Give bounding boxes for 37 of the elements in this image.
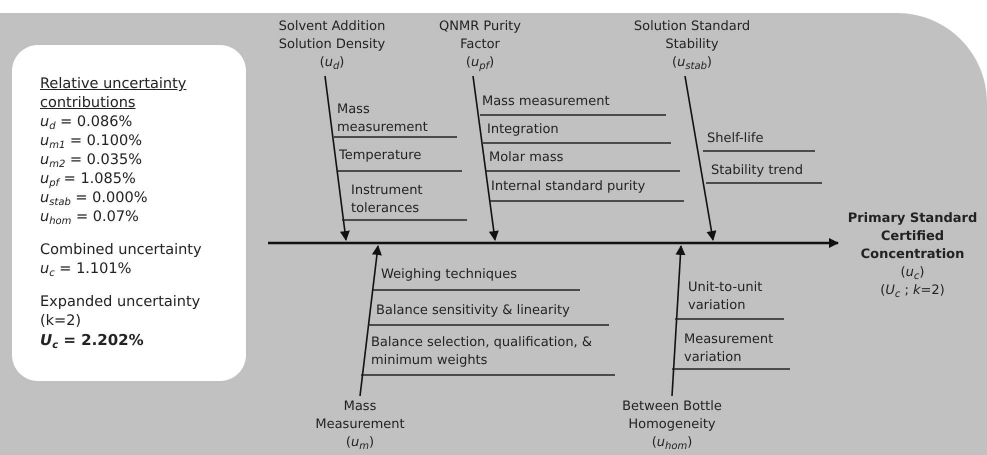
cause-arrow: [684, 76, 716, 241]
category-label: Mass Measurement (u$_{m}$): [300, 398, 420, 452]
uncertainty-value: u$_{m2}$ = 0.035%: [40, 151, 142, 170]
summary-panel: [12, 45, 246, 381]
cause-label: Balance sensitivity & linearity: [376, 302, 571, 320]
uncertainty-value: u$_{hom}$ = 0.07%: [40, 208, 139, 227]
uncertainty-value: u$_{m1}$ = 0.100%: [40, 132, 142, 151]
cause-label: Molar mass: [489, 149, 564, 167]
cause-label: Mass measurement: [482, 93, 611, 111]
category-label: Solvent Addition Solution Density (u$_{d}$): [262, 18, 402, 72]
cause-label: Integration: [487, 121, 560, 139]
cause-label: Stability trend: [711, 162, 804, 180]
cause-arrow: [472, 76, 499, 241]
section-heading: Expanded uncertainty (k=2): [40, 293, 202, 331]
cause-label: Unit-to-unit variation: [688, 279, 764, 315]
spine-arrow: [268, 238, 839, 248]
uncertainty-value: u$_{stab}$ = 0.000%: [40, 189, 148, 208]
effect-label: Primary Standard Certified Concentration (u$_{c}$) (U$_{c}$ ; k=2): [840, 210, 985, 300]
cause-arrow: [671, 245, 686, 396]
cause-label: Measurement variation: [684, 331, 774, 367]
uncertainty-value: u$_{c}$ = 1.101%: [40, 260, 132, 279]
section-heading: Combined uncertainty: [40, 241, 202, 260]
cause-label: Balance selection, qualification, & minimum weights: [371, 334, 593, 370]
cause-label: Weighing techniques: [381, 266, 518, 284]
cause-arrow: [359, 245, 382, 396]
uncertainty-value: U$_{c}$ = 2.202%: [40, 331, 144, 350]
cause-label: Instrument tolerances: [351, 182, 424, 218]
cause-label: Internal standard purity: [491, 178, 646, 196]
uncertainty-value: u$_{pf}$ = 1.085%: [40, 170, 136, 189]
category-label: QNMR Purity Factor (u$_{pf}$): [420, 18, 540, 72]
cause-label: Temperature: [339, 147, 422, 165]
cause-label: Shelf-life: [707, 130, 764, 148]
cause-arrow: [324, 76, 350, 241]
category-label: Solution Standard Stability (u$_{stab}$): [622, 18, 762, 72]
cause-label: Mass measurement: [337, 101, 429, 137]
uncertainty-value: u$_{d}$ = 0.086%: [40, 113, 132, 132]
category-label: Between Bottle Homogeneity (u$_{hom}$): [592, 398, 752, 452]
